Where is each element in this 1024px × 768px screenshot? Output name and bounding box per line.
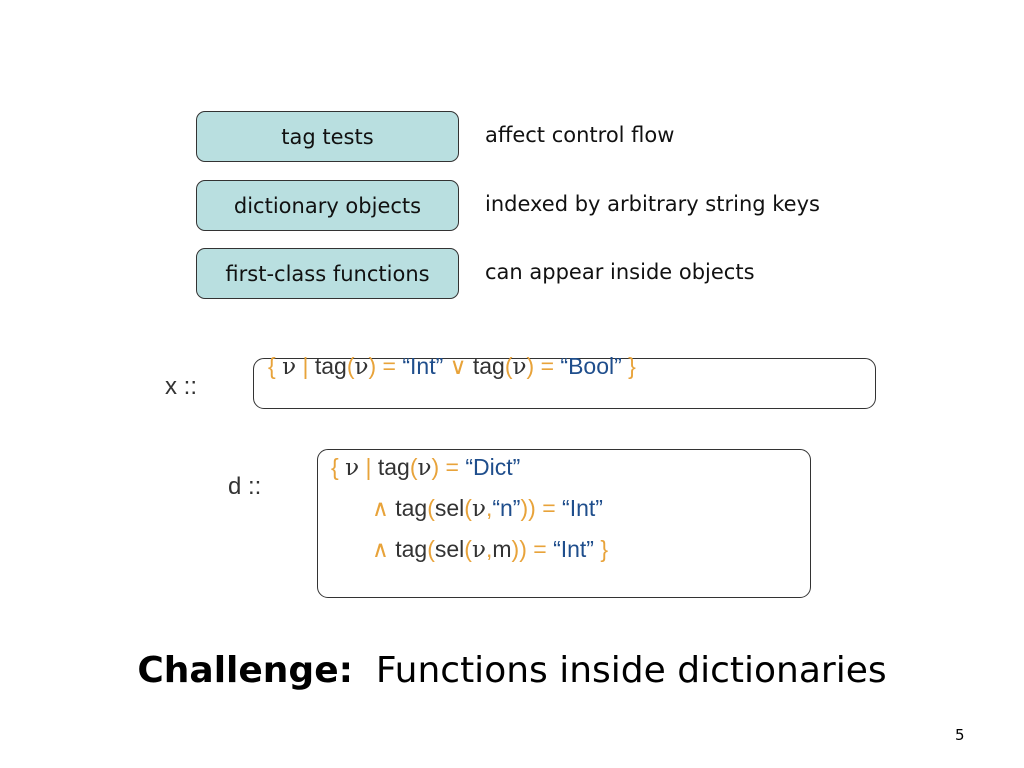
nu-symbol: ν xyxy=(512,354,527,380)
feature-description: can appear inside objects xyxy=(485,260,755,284)
tag-fn: tag xyxy=(377,454,410,480)
equals-symbol: = xyxy=(542,495,556,521)
feature-description: indexed by arbitrary string keys xyxy=(485,192,820,216)
nu-symbol: ν xyxy=(345,455,360,481)
paren: ( xyxy=(464,536,472,562)
close-brace: } xyxy=(600,536,609,562)
paren: ) xyxy=(528,495,536,521)
d-type-line-3: ∧ tag(sel(ν,m)) = “Int” } xyxy=(372,536,608,563)
or-symbol: ∨ xyxy=(449,353,467,379)
paren: ( xyxy=(409,454,418,480)
x-type-formula: { ν | tag(ν) = “Int” ∨ tag(ν) = “Bool” } xyxy=(268,353,636,380)
string-literal: “Int” xyxy=(553,536,594,562)
equals-symbol: = xyxy=(533,536,547,562)
string-literal: “Bool” xyxy=(560,353,622,379)
bar-symbol: | xyxy=(302,353,309,379)
challenge-label: Challenge: xyxy=(137,650,354,691)
paren: ) xyxy=(368,353,377,379)
nu-symbol: ν xyxy=(471,496,486,522)
paren: ) xyxy=(519,536,527,562)
string-literal: “Int” xyxy=(402,353,444,379)
nu-symbol: ν xyxy=(282,354,297,380)
tag-fn: tag xyxy=(395,495,428,521)
x-type-label: x :: xyxy=(165,373,198,400)
sel-fn: sel xyxy=(434,536,465,562)
page-number: 5 xyxy=(955,726,965,744)
equals-symbol: = xyxy=(382,353,396,379)
feature-tag-tests: tag tests xyxy=(196,111,459,162)
paren: ( xyxy=(427,495,435,521)
equals-symbol: = xyxy=(540,353,555,379)
tag-fn: tag xyxy=(314,353,347,379)
sel-fn: sel xyxy=(434,495,465,521)
challenge-heading: Challenge: Functions inside dictionaries xyxy=(0,650,1024,691)
d-type-label: d :: xyxy=(228,473,262,500)
tag-fn: tag xyxy=(395,536,428,562)
nu-symbol: ν xyxy=(417,455,432,481)
tag-fn: tag xyxy=(472,353,505,379)
paren: ) xyxy=(431,454,440,480)
paren: ( xyxy=(346,353,355,379)
comma: , xyxy=(485,536,493,562)
feature-first-class-functions: first-class functions xyxy=(196,248,459,299)
open-brace: { xyxy=(268,353,276,379)
paren: ) xyxy=(511,536,520,562)
paren: ( xyxy=(464,495,472,521)
comma: , xyxy=(485,495,493,521)
paren: ( xyxy=(427,536,435,562)
d-type-line-2: ∧ tag(sel(ν,“n”)) = “Int” xyxy=(372,495,603,522)
x-type-box xyxy=(253,358,876,409)
string-literal: “n” xyxy=(492,495,521,521)
paren: ( xyxy=(504,353,513,379)
paren: ) xyxy=(526,353,535,379)
challenge-text: Functions inside dictionaries xyxy=(375,650,887,691)
nu-symbol: ν xyxy=(471,537,486,563)
string-literal: “Dict” xyxy=(465,454,521,480)
feature-description: affect control flow xyxy=(485,123,675,147)
variable-m: m xyxy=(492,536,512,562)
paren: ) xyxy=(520,495,529,521)
and-symbol: ∧ xyxy=(372,495,389,521)
bar-symbol: | xyxy=(365,454,372,480)
and-symbol: ∧ xyxy=(372,536,389,562)
d-type-box xyxy=(317,449,811,598)
string-literal: “Int” xyxy=(562,495,603,521)
nu-symbol: ν xyxy=(354,354,369,380)
d-type-line-1: { ν | tag(ν) = “Dict” xyxy=(331,454,520,481)
close-brace: } xyxy=(628,353,636,379)
feature-dictionary-objects: dictionary objects xyxy=(196,180,459,231)
open-brace: { xyxy=(331,454,339,480)
equals-symbol: = xyxy=(445,454,459,480)
